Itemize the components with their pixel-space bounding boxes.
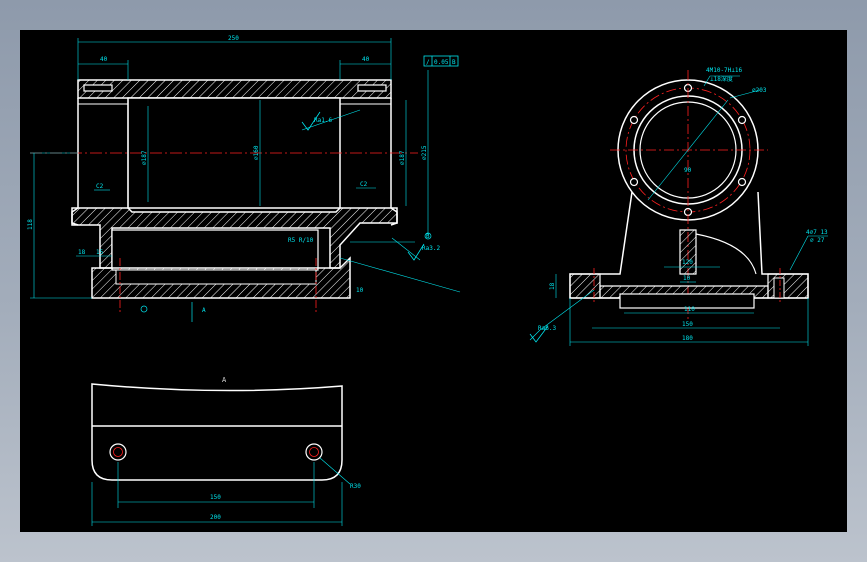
bottom-hole-right-inner	[309, 447, 319, 457]
web-hatch	[679, 229, 697, 275]
bottom-wall-hatch	[71, 207, 398, 269]
dim-bore-right: ⌀187	[399, 150, 406, 165]
foot-cavity	[115, 269, 317, 285]
note-fillet: R5 R/10	[288, 237, 314, 244]
cad-drawing: / 0.05 B 250 40 40 ⌀187 ⌀160 ⌀187 ⌀215 1…	[27, 35, 828, 526]
body-outline	[71, 98, 79, 226]
note-counterbore: 4⌀7 13	[806, 229, 828, 236]
dim-base-offset: 18	[78, 249, 86, 256]
base-hatch-left	[569, 273, 601, 299]
dim-height-total: 118	[27, 219, 34, 230]
rib-curve	[695, 233, 757, 275]
dim-inner-width: 110	[684, 306, 695, 313]
dim-neck-small: 10	[683, 275, 691, 282]
dim-inner-bore: ⌀187	[141, 150, 148, 165]
dim-bottom-width: 200	[210, 514, 221, 521]
bottom-hole-right	[305, 443, 323, 461]
left-slot	[83, 84, 113, 92]
bottom-view: A 150 200 R30	[91, 376, 361, 526]
dim-bore-mid: ⌀160	[253, 145, 260, 160]
bottom-hole-left	[109, 443, 127, 461]
dim-overall-width: 250	[228, 35, 239, 42]
bolt-hole-left-top	[629, 115, 639, 125]
body-outline-right	[390, 98, 398, 226]
right-slot	[357, 84, 387, 92]
dim-right-slot: 40	[362, 56, 370, 63]
dim-neck-width: 120	[682, 259, 693, 266]
bolt-hole-left-bottom	[629, 177, 639, 187]
dim-chamfer-right: C2	[360, 181, 368, 188]
top-wall-hatch	[77, 79, 392, 99]
label-datum-b: B	[426, 233, 430, 240]
tolerance-frame	[423, 55, 459, 67]
front-section-view: / 0.05 B 250 40 40 ⌀187 ⌀160 ⌀187 ⌀215 1…	[27, 35, 461, 322]
dim-section-small: 10	[356, 287, 364, 294]
dim-chamfer-left: C2	[96, 183, 104, 190]
base-recess	[619, 293, 755, 309]
dim-pcd: ⌀203	[752, 87, 767, 94]
bolt-hole-right-top	[737, 115, 747, 125]
dim-bore: 90	[684, 167, 692, 174]
drawing-sheet: / 0.05 B 250 40 40 ⌀187 ⌀160 ⌀187 ⌀215 1…	[20, 30, 847, 532]
bottom-view-title: A	[222, 376, 227, 384]
note-hole-thread: 4M10-7H⊥16	[706, 67, 743, 74]
side-view: 4M10-7H⊥16 ⊥18深度 ⌀203 90 120 10 110 150 …	[529, 67, 828, 346]
bottom-plate-outline	[91, 383, 343, 481]
label-datum-a: A	[202, 307, 206, 314]
roughness-symbol-top	[301, 111, 321, 131]
lower-cavity	[111, 229, 319, 271]
dim-hole-spacing: 150	[210, 494, 221, 501]
note-roughness-side: Ra6.3	[538, 325, 556, 332]
tolerance-value: 0.05	[434, 59, 449, 66]
roughness-symbol-bottom	[407, 243, 425, 261]
dim-overall-width-side: 180	[682, 335, 693, 342]
tolerance-ref: B	[452, 59, 456, 66]
note-corner-radius: R30	[350, 483, 361, 490]
note-counterbore-2: ⌀ 27	[810, 237, 825, 244]
datum-a-circle	[140, 305, 148, 313]
note-hole-depth: ⊥18深度	[710, 75, 733, 83]
bottom-hole-left-inner	[113, 447, 123, 457]
dim-mid-width: 150	[682, 321, 693, 328]
tolerance-symbol: /	[426, 59, 430, 66]
dim-base-height: 18	[549, 282, 556, 290]
dim-left-slot: 40	[100, 56, 108, 63]
dim-outer: ⌀215	[421, 145, 428, 160]
dim-base-left: 15	[96, 249, 104, 256]
note-roughness-top: Ra1.6	[314, 117, 332, 124]
bolt-hole-right-bottom	[737, 177, 747, 187]
note-roughness-bottom: Ra3.2	[422, 245, 440, 252]
counterbore-right	[773, 277, 785, 299]
datum-b-symbol	[424, 232, 432, 240]
